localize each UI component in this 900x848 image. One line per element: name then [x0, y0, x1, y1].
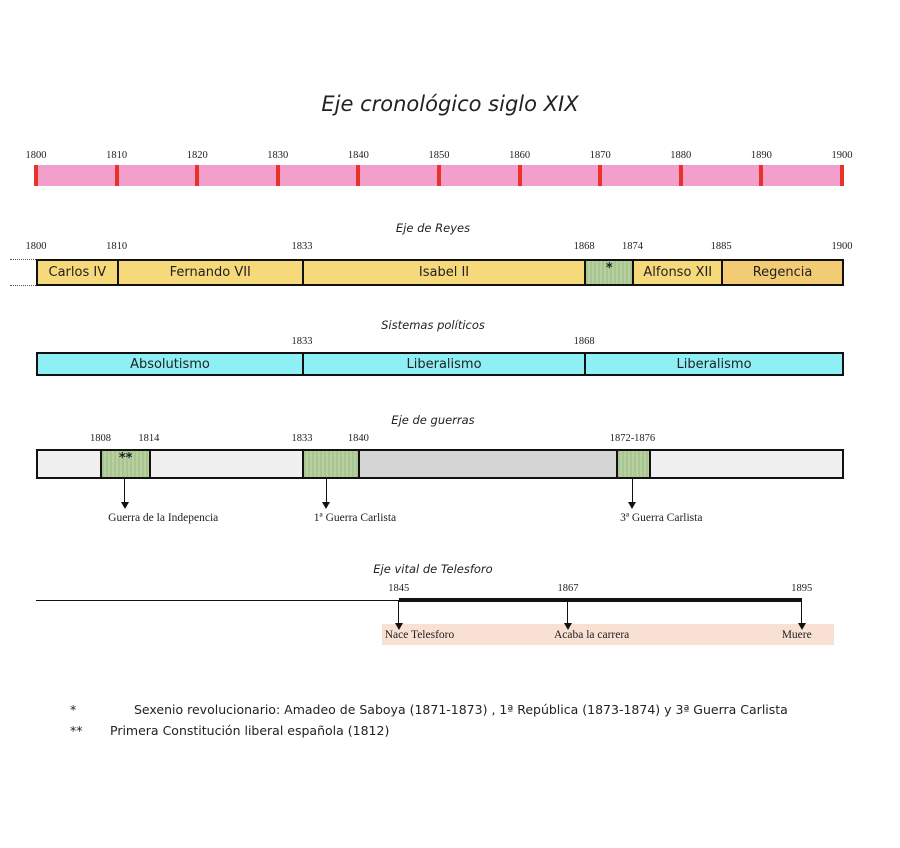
guerra-arrow: [325, 479, 327, 502]
sistemas-segment: Liberalismo: [301, 352, 587, 376]
guerra-arrow: [124, 479, 126, 502]
outer-life-line: [36, 600, 399, 601]
guerra-event-label: 3ª Guerra Carlista: [620, 512, 703, 524]
telesforo-title: Eje vital de Telesforo: [373, 562, 493, 576]
century-tick: [195, 165, 200, 186]
guerras-segment: [148, 449, 304, 479]
reyes-segment: Alfonso XII: [632, 259, 724, 286]
century-tick: [598, 165, 603, 186]
guerras-year-label: 1814: [138, 433, 160, 444]
life-arrow: [398, 601, 400, 623]
reyes-segment: Carlos IV: [36, 259, 119, 286]
footnote-2-mark: **: [70, 723, 83, 738]
reyes-segment: Regencia: [721, 259, 844, 286]
life-event-label: Muere: [781, 629, 812, 641]
reyes-year-label: 1885: [710, 241, 732, 252]
century-tick: [356, 165, 361, 186]
dotted-line: [10, 259, 36, 260]
reyes-segment: *: [584, 259, 635, 286]
century-tick: [437, 165, 441, 186]
life-arrow: [567, 601, 569, 623]
life-year-label: 1895: [791, 583, 813, 594]
century-tick: [34, 165, 38, 186]
guerras-segment: **: [100, 449, 151, 479]
life-event-label: Nace Telesforo: [384, 629, 455, 641]
reyes-year-label: 1800: [25, 241, 47, 252]
reyes-year-label: 1874: [621, 241, 643, 252]
reyes-segment: Isabel II: [301, 259, 587, 286]
guerra-event-label: Guerra de la Indepencia: [108, 512, 219, 524]
century-year-label: 1820: [186, 150, 208, 161]
life-arrow-head: [394, 623, 403, 630]
guerra-arrow-head: [120, 502, 129, 509]
footnote-1-mark: *: [70, 702, 77, 717]
page-title: Eje cronológico siglo XIX: [321, 92, 579, 116]
life-event-label: Acaba la carrera: [553, 629, 630, 641]
sistemas-title: Sistemas políticos: [381, 318, 485, 332]
reyes-year-label: 1833: [291, 241, 313, 252]
guerras-segment: [648, 449, 844, 479]
century-tick: [840, 165, 844, 186]
guerras-segment: [301, 449, 361, 479]
guerra-arrow-head: [322, 502, 331, 509]
life-arrow: [801, 601, 803, 623]
sistemas-year-label: 1868: [573, 336, 595, 347]
guerras-segment: [36, 449, 103, 479]
life-event-band: [382, 624, 834, 645]
century-year-label: 1800: [25, 150, 47, 161]
guerras-year-label: 1840: [347, 433, 369, 444]
guerra-event-label: 1ª Guerra Carlista: [313, 512, 397, 524]
reyes-year-label: 1900: [831, 241, 853, 252]
century-year-label: 1880: [670, 150, 692, 161]
guerras-title: Eje de guerras: [391, 413, 475, 427]
life-arrow-head: [563, 623, 572, 630]
century-tick: [275, 165, 280, 186]
century-year-label: 1840: [347, 150, 369, 161]
reyes-segment: Fernando VII: [116, 259, 304, 286]
reyes-year-label: 1868: [573, 241, 595, 252]
guerras-segment: [358, 449, 619, 479]
reyes-year-label: 1810: [106, 241, 128, 252]
century-tick: [114, 165, 119, 186]
century-year-label: 1900: [831, 150, 853, 161]
sistemas-segment: Liberalismo: [584, 352, 844, 376]
guerra-arrow-head: [628, 502, 637, 509]
guerra-arrow: [631, 479, 633, 502]
century-year-label: 1890: [750, 150, 772, 161]
century-year-label: 1830: [267, 150, 289, 161]
guerras-year-label: 1833: [291, 433, 313, 444]
guerras-segment: [616, 449, 651, 479]
century-tick: [678, 165, 683, 186]
century-year-label: 1860: [509, 150, 531, 161]
sistemas-segment: Absolutismo: [36, 352, 304, 376]
dotted-line: [10, 285, 36, 286]
century-tick: [759, 165, 764, 186]
guerras-year-label: 1872-1876: [609, 433, 656, 444]
century-year-label: 1870: [589, 150, 611, 161]
life-line: [398, 598, 802, 602]
reyes-title: Eje de Reyes: [395, 221, 471, 235]
century-year-label: 1850: [428, 150, 450, 161]
footnote-1-text: Sexenio revolucionario: Amadeo de Saboya…: [134, 702, 788, 717]
footnote-2-text: Primera Constitución liberal española (1…: [110, 723, 390, 738]
century-tick: [517, 165, 522, 186]
century-year-label: 1810: [106, 150, 128, 161]
life-year-label: 1845: [388, 583, 410, 594]
sistemas-year-label: 1833: [291, 336, 313, 347]
life-arrow-head: [797, 623, 806, 630]
guerras-year-label: 1808: [89, 433, 111, 444]
life-year-label: 1867: [557, 583, 579, 594]
